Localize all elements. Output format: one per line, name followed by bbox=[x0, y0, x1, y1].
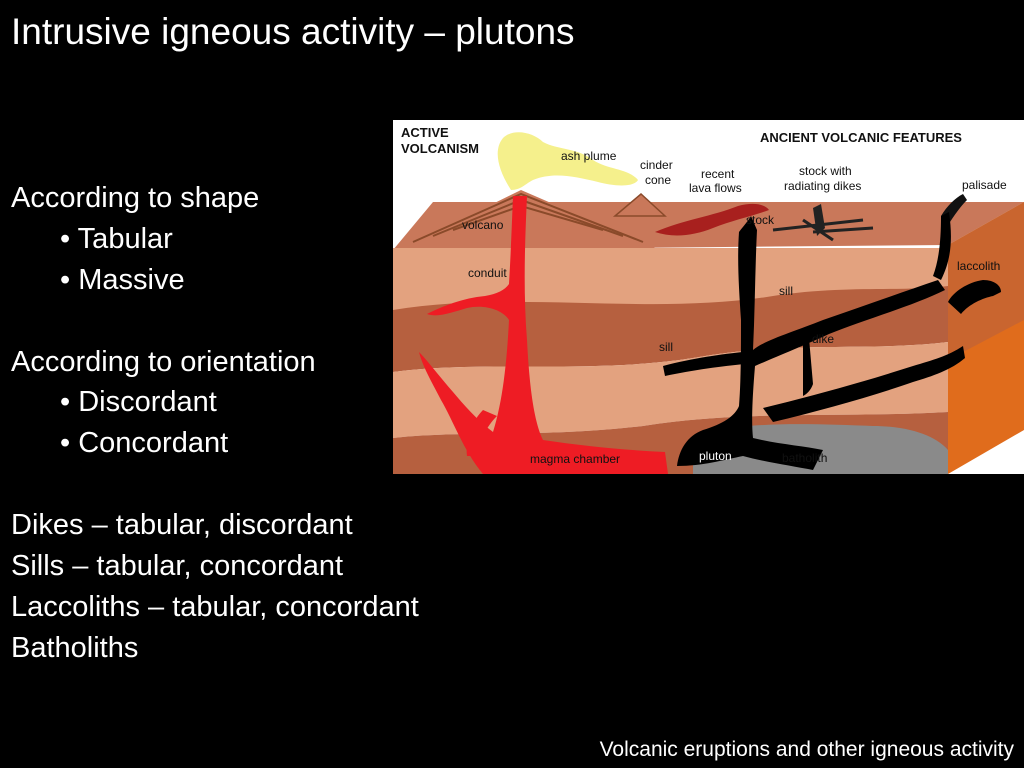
laccolith-intrusion bbox=[948, 280, 1001, 314]
label-ash-plume: ash plume bbox=[561, 149, 617, 163]
cinder-cone bbox=[612, 193, 667, 217]
batholith-body bbox=[693, 424, 948, 474]
label-batholith: batholith bbox=[782, 451, 827, 465]
ash-plume bbox=[497, 132, 638, 190]
label-dike: dike bbox=[812, 332, 834, 346]
heading-active-line1: ACTIVE bbox=[401, 125, 449, 140]
shape-heading: According to shape bbox=[11, 182, 260, 214]
classification-sills: Sills – tabular, concordant bbox=[11, 550, 344, 583]
classification-batholiths: Batholiths bbox=[11, 631, 139, 664]
slide-title: Intrusive igneous activity – plutons bbox=[11, 11, 575, 52]
label-stock-dikes-1: stock with bbox=[799, 164, 852, 178]
label-stock: stock bbox=[746, 213, 775, 227]
dike-vertical bbox=[803, 338, 813, 396]
sill-upper bbox=[763, 346, 965, 422]
volcano-strata bbox=[412, 192, 644, 243]
slide-footer: Volcanic eruptions and other igneous act… bbox=[599, 738, 1014, 761]
spacer bbox=[11, 301, 419, 342]
slide-body: According to shape • Tabular • Massive A… bbox=[11, 178, 419, 669]
layer-2 bbox=[393, 286, 948, 372]
label-palisade: palisade bbox=[962, 178, 1007, 192]
label-lava-2: lava flows bbox=[689, 181, 742, 195]
label-sill-upper: sill bbox=[779, 284, 793, 298]
bullet-concordant: • Concordant bbox=[60, 427, 229, 460]
volcanic-features-diagram: ACTIVE VOLCANISM ANCIENT VOLCANIC FEATUR… bbox=[393, 120, 1024, 474]
spacer bbox=[11, 464, 419, 505]
label-stock-dikes-2: radiating dikes bbox=[784, 179, 861, 193]
label-laccolith: laccolith bbox=[957, 259, 1000, 273]
label-volcano: volcano bbox=[462, 218, 504, 232]
bullet-tabular: • Tabular bbox=[60, 222, 173, 255]
label-cinder-2: cone bbox=[645, 173, 671, 187]
bullet-discordant: • Discordant bbox=[60, 386, 217, 419]
diagram-svg: ACTIVE VOLCANISM ANCIENT VOLCANIC FEATUR… bbox=[393, 120, 1024, 474]
stock-top bbox=[813, 204, 825, 236]
lava-flow bbox=[655, 203, 769, 236]
sill-lower bbox=[663, 352, 745, 376]
bullet-massive: • Massive bbox=[60, 263, 185, 296]
volcano-cone bbox=[403, 190, 655, 248]
label-pluton: pluton bbox=[699, 449, 732, 463]
label-sill-lower: sill bbox=[659, 340, 673, 354]
label-conduit: conduit bbox=[468, 266, 507, 280]
orientation-heading: According to orientation bbox=[11, 345, 316, 378]
label-cinder-1: cinder bbox=[640, 158, 673, 172]
label-lava-1: recent bbox=[701, 167, 735, 181]
heading-active-line2: VOLCANISM bbox=[401, 141, 479, 156]
classification-laccoliths: Laccoliths – tabular, concordant bbox=[11, 590, 419, 623]
stock-intrusion bbox=[677, 216, 945, 470]
magma-branch bbox=[466, 410, 497, 456]
label-magma-chamber: magma chamber bbox=[530, 452, 620, 466]
heading-ancient: ANCIENT VOLCANIC FEATURES bbox=[760, 130, 962, 145]
palisade-feeder bbox=[933, 212, 951, 280]
classification-dikes: Dikes – tabular, discordant bbox=[11, 509, 353, 542]
